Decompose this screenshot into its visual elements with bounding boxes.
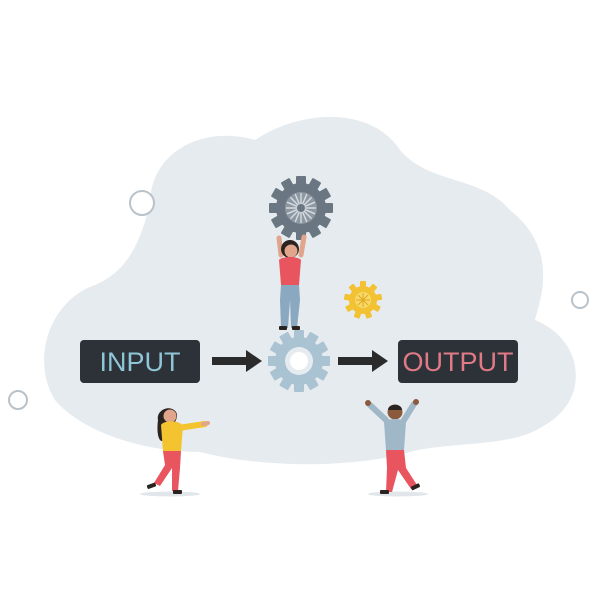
person-lifting-gear	[276, 234, 307, 330]
person-cheering	[365, 399, 428, 497]
output-label: OUTPUT	[403, 347, 514, 377]
arrow-right-icon	[212, 350, 262, 372]
output-box: OUTPUT	[398, 340, 518, 383]
input-label: INPUT	[100, 347, 181, 377]
decor-circle-bottom-left	[8, 390, 28, 410]
gear-dark-icon	[269, 176, 333, 240]
background-blob	[44, 116, 576, 465]
arrow-right-icon	[338, 350, 388, 372]
gear-yellow-icon	[343, 281, 383, 319]
decor-circle-left	[129, 190, 155, 216]
person-walking-left	[140, 408, 210, 497]
gear-light-icon	[268, 330, 330, 392]
decor-circle-right	[571, 291, 589, 309]
input-box: INPUT	[80, 340, 200, 383]
